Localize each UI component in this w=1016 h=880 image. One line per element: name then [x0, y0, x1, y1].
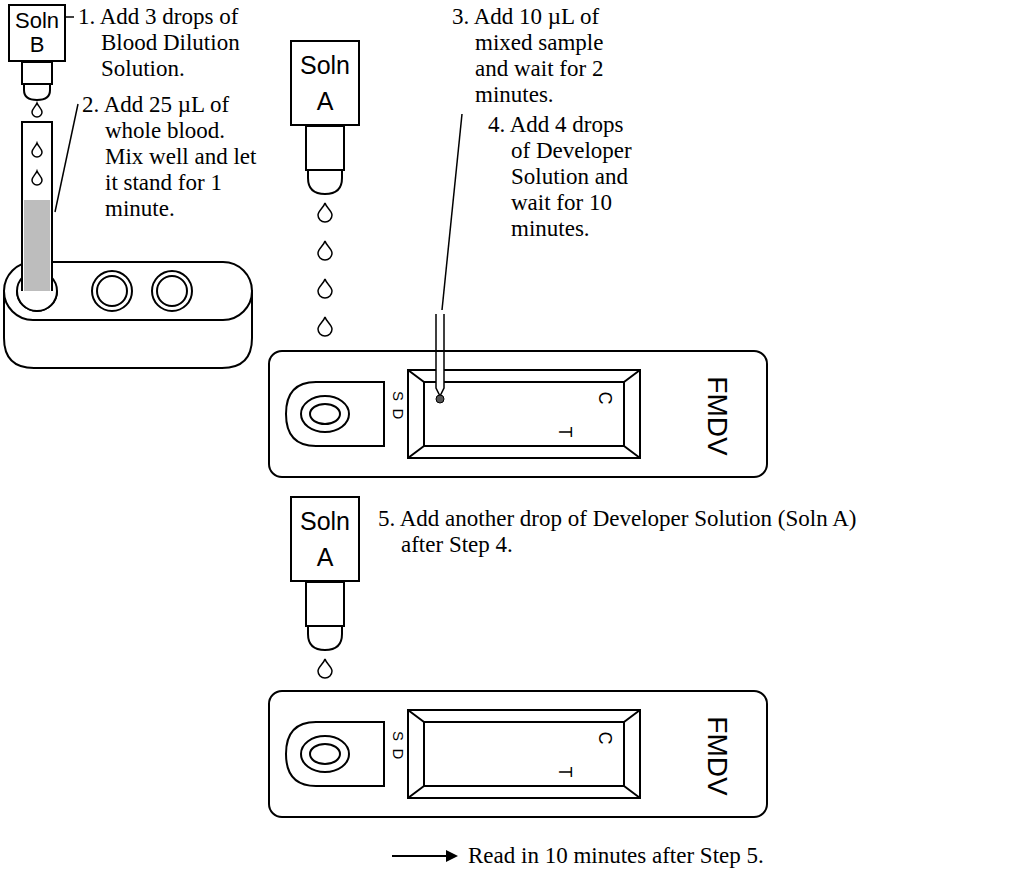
cassette-marking: C: [596, 392, 614, 405]
cassette-marking: S: [391, 731, 406, 741]
cassette-marking: S: [391, 391, 406, 401]
cassette-marking: T: [556, 767, 574, 778]
tube-wall: [22, 122, 52, 300]
drop: [32, 171, 42, 185]
arrow-head: [446, 850, 458, 862]
drop: [318, 279, 332, 298]
window-bevel: [408, 710, 640, 798]
sample-pad: [286, 722, 384, 786]
test-tube: [17, 122, 57, 311]
drop: [318, 241, 332, 260]
sample-well: [301, 396, 349, 432]
sample-well: [301, 736, 349, 772]
rack-hole: [157, 276, 187, 306]
pipette-tip: [436, 314, 444, 396]
sample-pad: [286, 382, 384, 446]
arrow-shaft: [392, 855, 448, 857]
pipette: [436, 314, 444, 403]
step-instruction: 3. Add 10 µL of mixed sample and wait fo…: [452, 4, 603, 108]
device-name: FMDV: [703, 376, 731, 455]
dropper-neck: [22, 62, 52, 84]
dropper-tip: [308, 170, 342, 194]
step-instruction: 4. Add 4 drops of Developer Solution and…: [488, 112, 632, 242]
cassette-marking: D: [391, 409, 406, 420]
drop: [32, 103, 42, 117]
sample-dot: [436, 395, 444, 403]
sample-well: [310, 744, 340, 764]
drop: [318, 659, 332, 678]
bottle-label: Soln A: [300, 503, 350, 576]
cassette-marking: D: [391, 749, 406, 760]
device-name: FMDV: [703, 716, 731, 795]
sample-well: [310, 404, 340, 424]
dropper-tip: [308, 626, 342, 650]
result-window: [424, 382, 624, 446]
leader-line: [442, 114, 462, 310]
cassette-marking: T: [556, 427, 574, 438]
dropper-neck: [306, 582, 344, 626]
drop: [318, 317, 332, 336]
cassette-parts: [286, 370, 640, 798]
cassette-marking: C: [596, 732, 614, 745]
step-instruction: 2. Add 25 µL of whole blood. Mix well an…: [82, 92, 256, 222]
rack-hole: [152, 271, 192, 311]
step-instruction: 1. Add 3 drops of Blood Dilution Solutio…: [78, 4, 240, 82]
result-window: [424, 722, 624, 786]
rack-hole-rim: [17, 291, 57, 311]
drop: [318, 203, 332, 222]
step-instruction: 5. Add another drop of Developer Solutio…: [378, 506, 856, 558]
rack-hole: [97, 276, 127, 306]
rack-hole: [92, 271, 132, 311]
drop: [32, 143, 42, 157]
tube-liquid: [24, 200, 50, 300]
read-instruction: Read in 10 minutes after Step 5.: [468, 843, 764, 869]
leader-line: [66, 16, 74, 18]
reagent-bottle: Soln A: [290, 40, 360, 126]
read-arrow: [392, 850, 458, 862]
dropper-tip: [24, 84, 50, 100]
test-cassette: SD C T FMDV: [268, 350, 768, 478]
leader-line: [55, 104, 78, 212]
bottle-label: Soln A: [300, 47, 350, 120]
bottle-label: Soln B: [15, 9, 59, 57]
test-cassette: SD C T FMDV: [268, 690, 768, 818]
reagent-bottle: Soln A: [290, 496, 360, 582]
dropper-neck: [306, 126, 344, 170]
reagent-bottle: Soln B: [8, 4, 66, 62]
result-window: [408, 710, 640, 798]
tube-body: [22, 122, 52, 300]
